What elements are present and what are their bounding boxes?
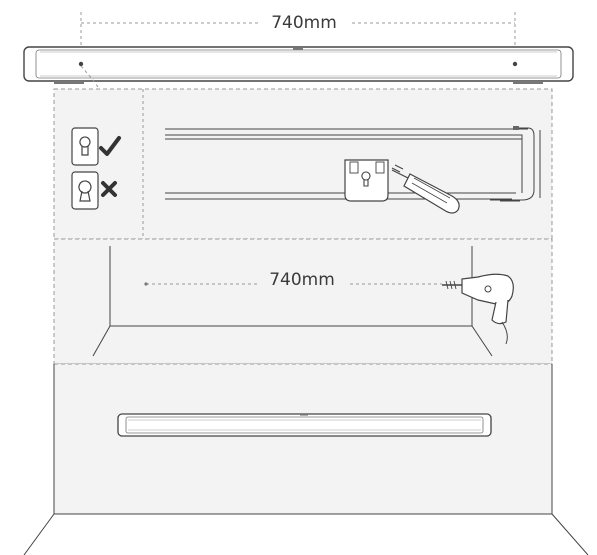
middle-dimension-label: 740mm [269,270,335,290]
wall-perspective-bottom [23,364,589,555]
panel-bracket-detail [53,88,553,240]
screwdriver-icon [391,164,460,214]
keyhole-wrong-icon [71,171,99,210]
detail-leader-line [80,65,101,91]
panel-drilling [53,238,553,365]
soundbar-top [23,46,574,84]
top-dimension [80,12,516,62]
drill-icon [442,273,514,345]
soundbar-mounted [117,413,492,437]
check-icon [99,136,121,156]
panel-mounted [53,363,553,515]
wall-bracket-icon [344,159,389,202]
cross-icon [101,181,117,197]
top-dimension-label: 740mm [271,13,337,33]
wall-perspective-middle [92,246,493,357]
keyhole-correct-icon [71,127,99,166]
